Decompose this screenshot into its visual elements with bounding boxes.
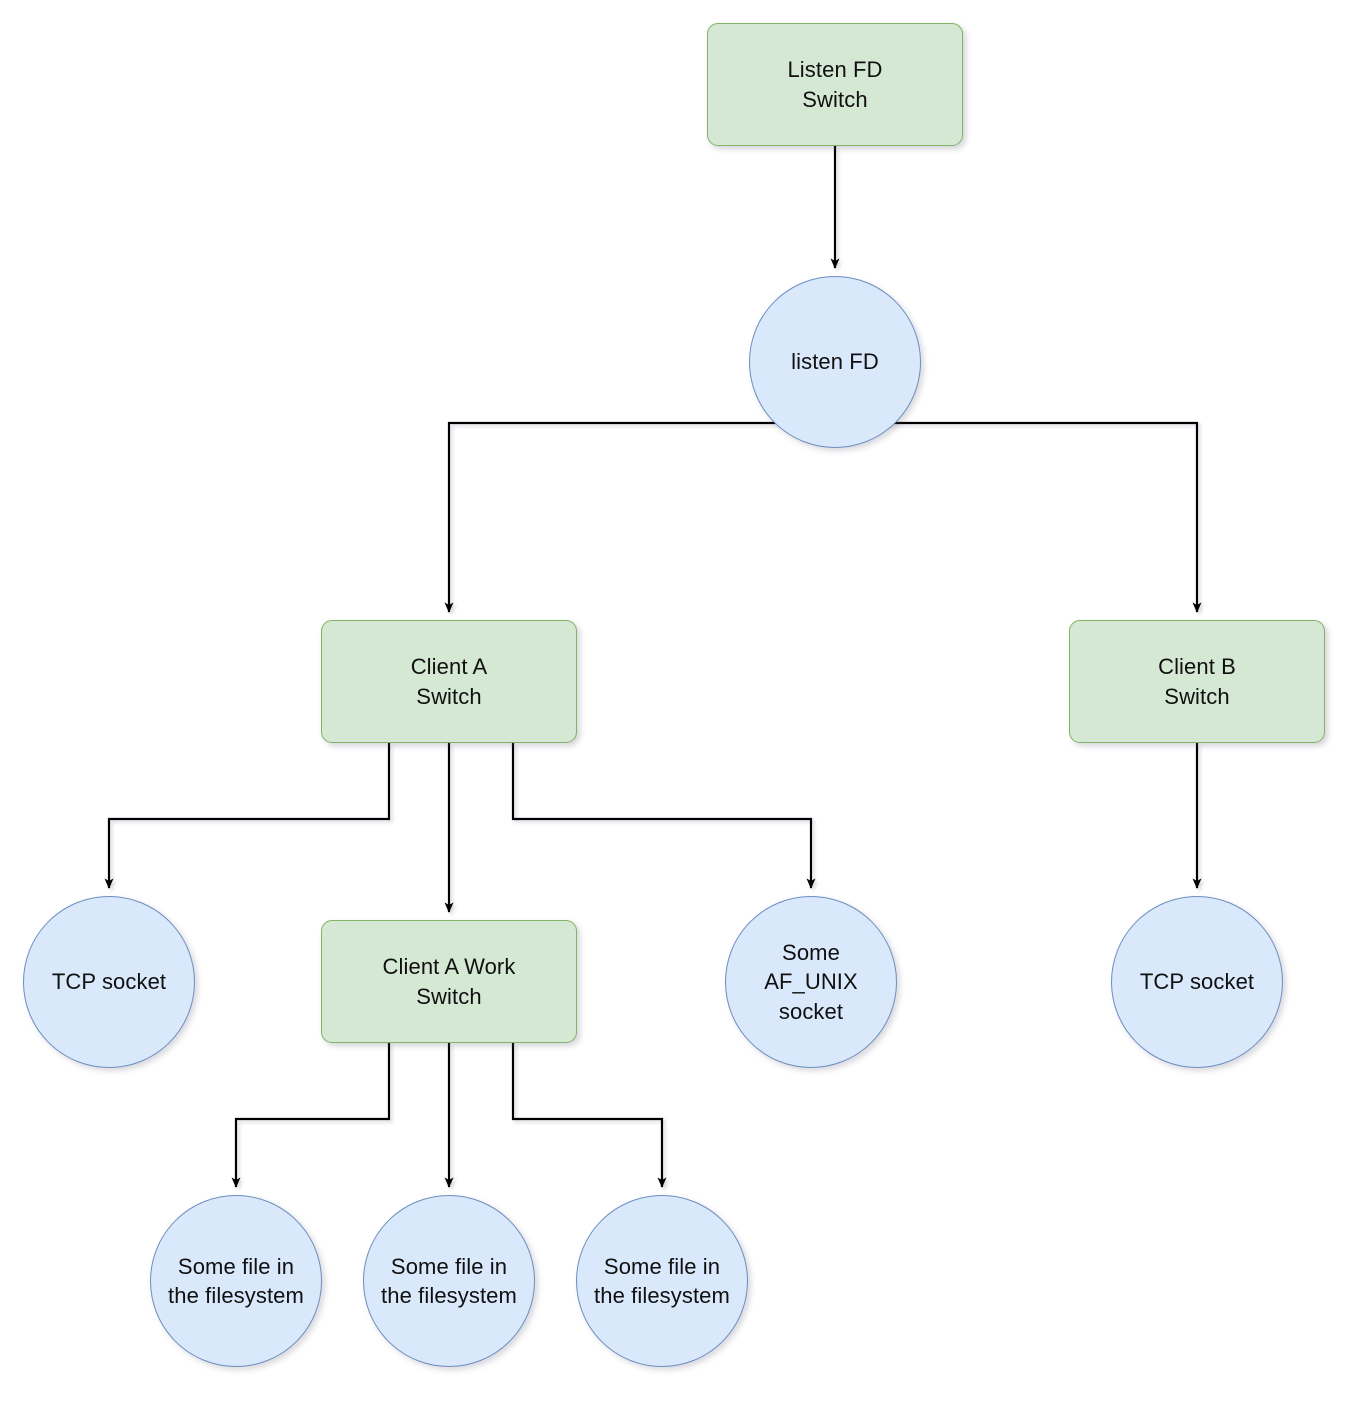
edge-client_a_work-to-file_1: [231, 1043, 391, 1188]
edge-listen_fd-to-client_b_switch: [835, 421, 1202, 613]
node-label-tcp_socket_b: TCP socket: [1139, 969, 1255, 995]
node-label-listen_fd_switch: Listen FD Switch: [787, 57, 883, 112]
node-file_2[interactable]: Some file in the filesystem: [363, 1195, 535, 1367]
node-listen_fd[interactable]: listen FD: [749, 276, 921, 448]
node-label-af_unix_socket: Some AF_UNIX socket: [764, 940, 858, 1024]
edge-client_a_switch-to-tcp_socket_a: [104, 743, 391, 889]
node-label-client_a_work: Client A Work Switch: [382, 954, 516, 1009]
edge-listen_fd-to-client_a_switch: [444, 421, 835, 613]
node-client_a_work[interactable]: Client A Work Switch: [321, 920, 577, 1043]
edge-group: [104, 146, 1202, 1188]
node-file_1[interactable]: Some file in the filesystem: [150, 1195, 322, 1367]
node-label-client_b_switch: Client B Switch: [1158, 654, 1236, 709]
node-listen_fd_switch[interactable]: Listen FD Switch: [707, 23, 963, 146]
node-client_b_switch[interactable]: Client B Switch: [1069, 620, 1325, 743]
edge-client_a_switch-to-af_unix_socket: [511, 743, 816, 889]
node-tcp_socket_a[interactable]: TCP socket: [23, 896, 195, 1068]
node-label-client_a_switch: Client A Switch: [410, 654, 488, 709]
node-label-listen_fd: listen FD: [791, 349, 879, 375]
node-af_unix_socket[interactable]: Some AF_UNIX socket: [725, 896, 897, 1068]
node-label-file_1: Some file in the filesystem: [168, 1253, 304, 1308]
node-tcp_socket_b[interactable]: TCP socket: [1111, 896, 1283, 1068]
node-client_a_switch[interactable]: Client A Switch: [321, 620, 577, 743]
edge-client_a_work-to-file_3: [511, 1043, 667, 1188]
node-label-file_3: Some file in the filesystem: [594, 1253, 730, 1308]
node-label-file_2: Some file in the filesystem: [381, 1253, 517, 1308]
node-label-tcp_socket_a: TCP socket: [51, 969, 167, 995]
node-file_3[interactable]: Some file in the filesystem: [576, 1195, 748, 1367]
